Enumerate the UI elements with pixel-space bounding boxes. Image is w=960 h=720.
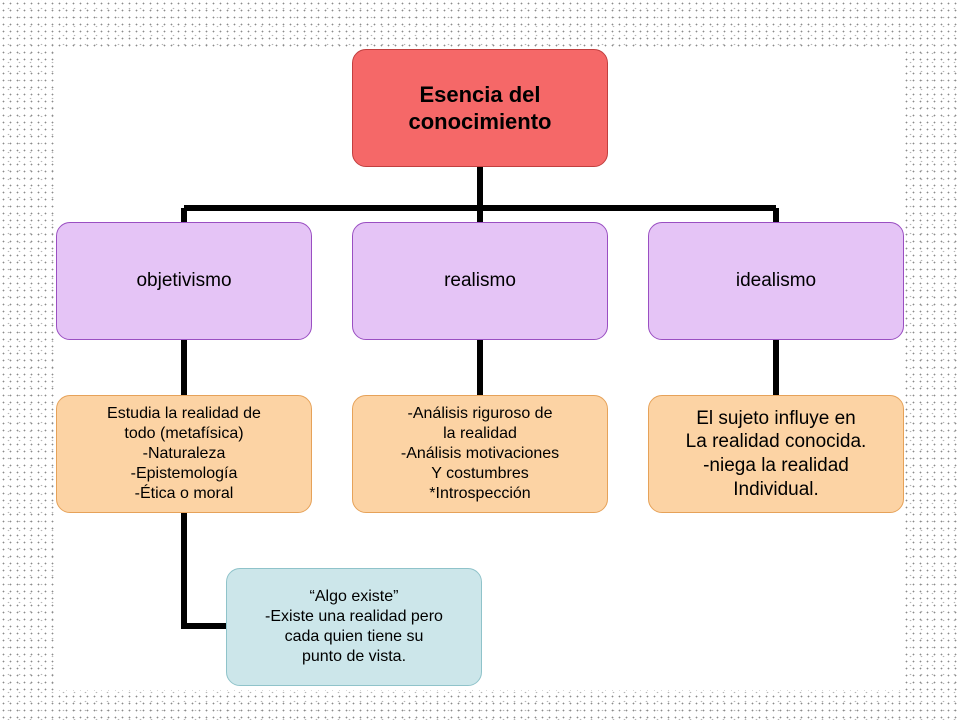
detail-realismo-line-4: Y costumbres	[431, 465, 529, 482]
detail-objetivismo-line-1: Estudia la realidad de	[107, 405, 261, 422]
node-idealismo-label: idealismo	[735, 270, 817, 292]
root-line-1: Esencia del	[419, 81, 541, 107]
detail-objetivismo-line-5: -Ética o moral	[134, 485, 234, 502]
sub-detail-line-4: punto de vista.	[301, 648, 407, 665]
detail-objetivismo: Estudia la realidad de todo (metafísica)…	[56, 395, 312, 513]
node-objetivismo: objetivismo	[56, 222, 312, 340]
sub-detail-line-3: cada quien tiene su	[284, 628, 424, 645]
detail-realismo-line-1: -Análisis riguroso de	[407, 405, 553, 422]
detail-idealismo-line-4: Individual.	[733, 478, 819, 500]
detail-realismo-line-3: -Análisis motivaciones	[400, 445, 560, 462]
node-realismo-label: realismo	[444, 270, 516, 292]
node-idealismo: idealismo	[648, 222, 904, 340]
sub-detail-line-1: “Algo existe”	[309, 588, 399, 605]
detail-realismo-line-5: *Introspección	[429, 485, 531, 502]
sub-detail-line-2: -Existe una realidad pero	[265, 608, 443, 625]
sub-detail-objetivismo: “Algo existe” -Existe una realidad pero …	[226, 568, 482, 686]
detail-realismo-line-2: la realidad	[443, 425, 517, 442]
detail-objetivismo-line-2: todo (metafísica)	[124, 425, 244, 442]
detail-idealismo-line-3: -niega la realidad	[703, 455, 849, 476]
node-realismo: realismo	[352, 222, 608, 340]
detail-realismo: -Análisis riguroso de la realidad -Análi…	[352, 395, 608, 513]
detail-idealismo-line-2: La realidad conocida.	[685, 431, 867, 453]
detail-idealismo-line-1: El sujeto influye en	[696, 407, 856, 429]
detail-objetivismo-line-3: -Naturaleza	[142, 445, 226, 462]
root-line-2: conocimiento	[408, 109, 552, 134]
node-objetivismo-label: objetivismo	[136, 270, 232, 292]
detail-idealismo: El sujeto influye en La realidad conocid…	[648, 395, 904, 513]
detail-objetivismo-line-4: -Epistemología	[130, 465, 238, 482]
root-node: Esencia del conocimiento	[352, 49, 608, 167]
connector-to-sub-detail	[181, 513, 226, 629]
